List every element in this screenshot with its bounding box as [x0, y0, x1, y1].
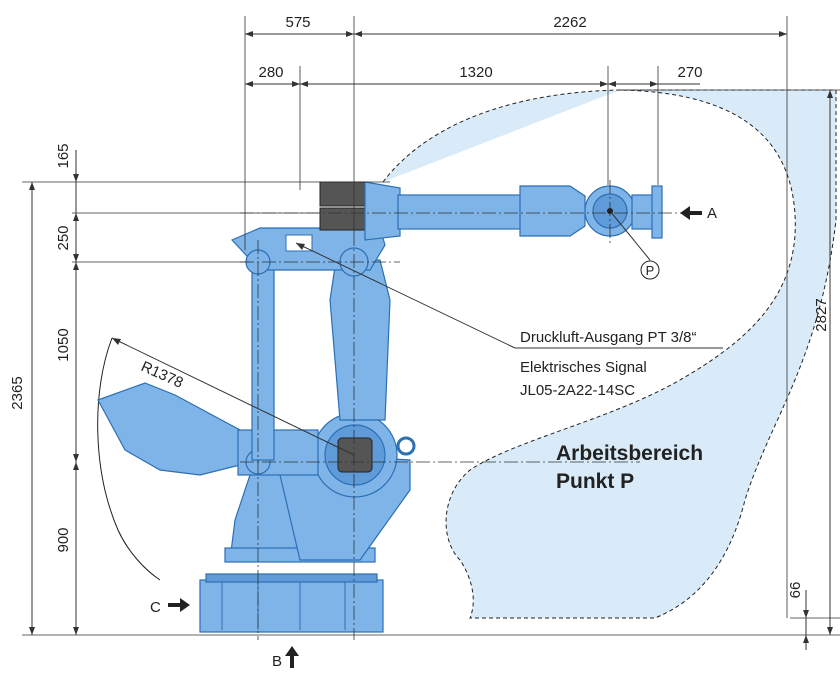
dim-575: 575	[285, 14, 310, 31]
view-a-arrow	[680, 206, 702, 220]
work-area-title: Arbeitsbereich	[556, 442, 703, 465]
view-c-arrow	[168, 598, 190, 612]
dim-2365: 2365	[9, 376, 26, 409]
dim-280: 280	[258, 64, 283, 81]
dim-165: 165	[55, 143, 72, 168]
point-p-marker	[640, 260, 660, 280]
view-b-label: B	[272, 653, 282, 670]
air-outlet-label: Druckluft-Ausgang PT 3/8“	[520, 329, 696, 346]
dim-2827: 2827	[813, 298, 830, 331]
dim-270: 270	[677, 64, 702, 81]
dim-1320: 1320	[459, 64, 492, 81]
signal-label-line2: JL05-2A22-14SC	[520, 382, 635, 399]
view-a-label: A	[707, 205, 717, 222]
reach-arc	[97, 337, 161, 581]
view-b-arrow	[285, 646, 299, 668]
dimension-arrows	[29, 31, 833, 643]
robot-body	[97, 181, 663, 633]
point-p-label: P	[646, 263, 655, 278]
work-area-subtitle: Punkt P	[556, 470, 634, 493]
dim-2262: 2262	[553, 14, 586, 31]
work-area-envelope	[382, 89, 837, 619]
dim-66: 66	[787, 582, 804, 599]
view-c-label: C	[150, 599, 161, 616]
dim-900: 900	[55, 527, 72, 552]
dim-1050: 1050	[55, 328, 72, 361]
dim-250: 250	[55, 225, 72, 250]
signal-label-line1: Elektrisches Signal	[520, 359, 647, 376]
